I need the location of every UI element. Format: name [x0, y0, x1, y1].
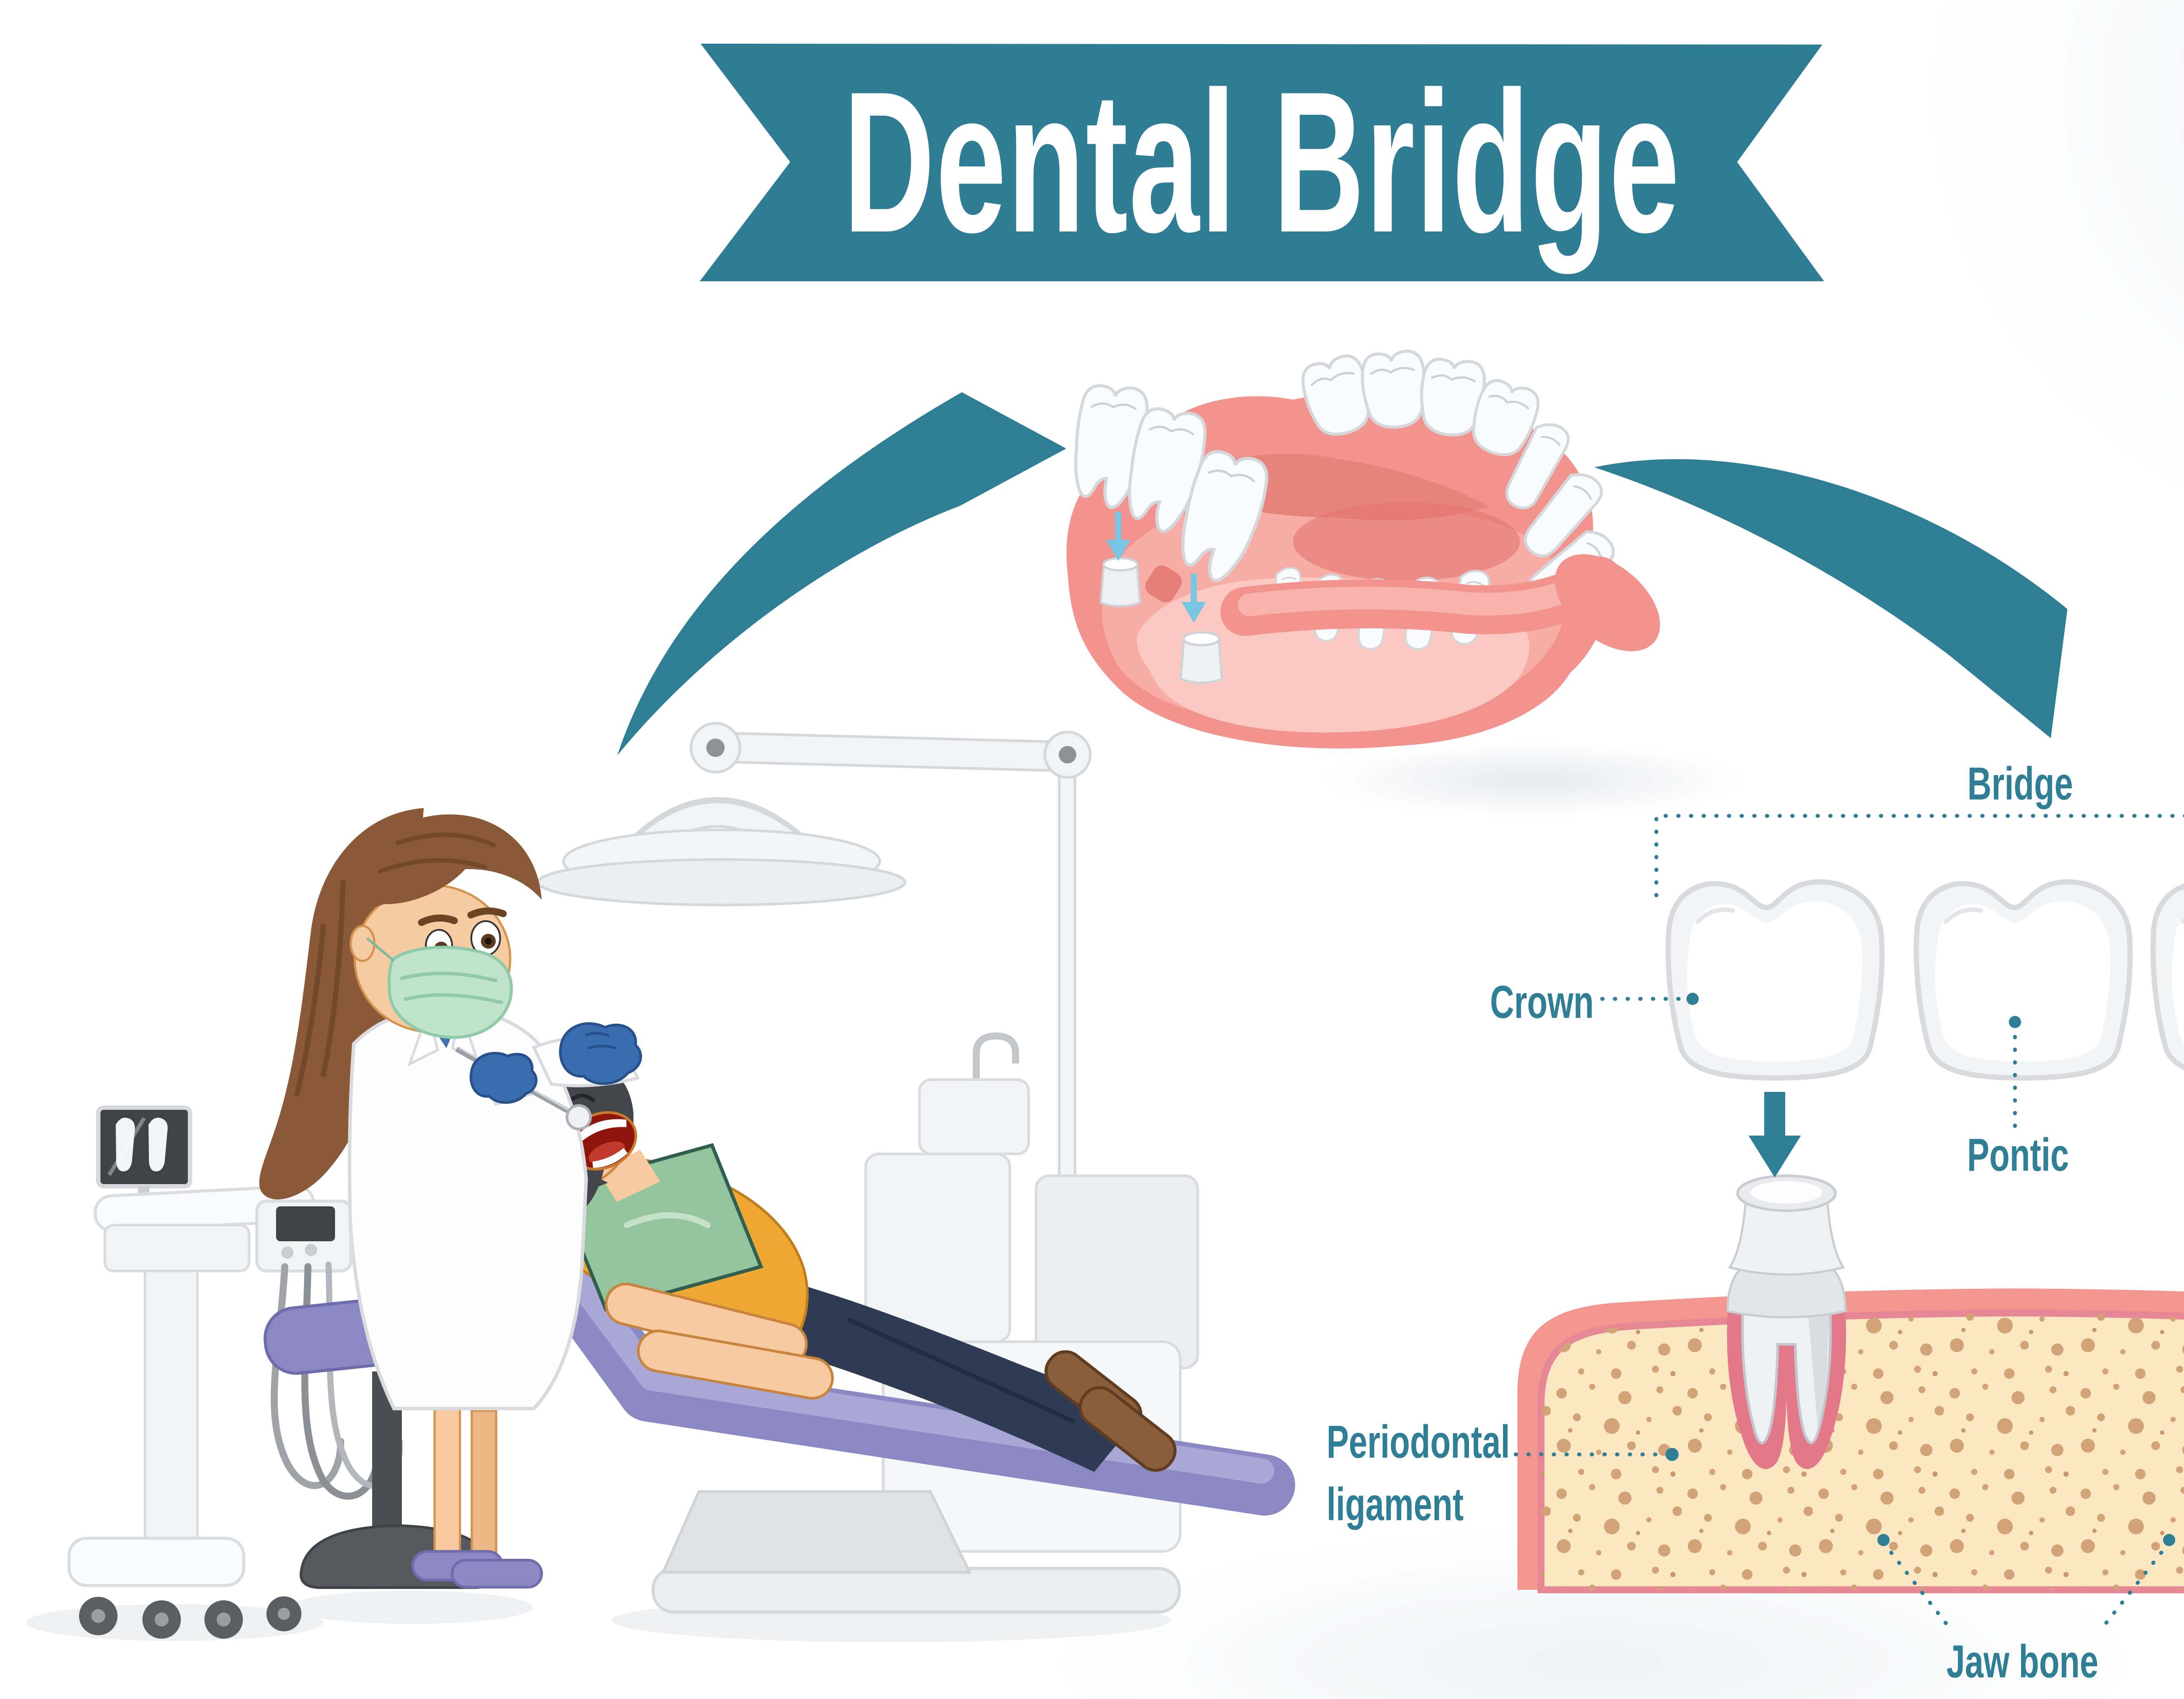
- chair-pedestal: [661, 1490, 972, 1574]
- jaw-model: [1066, 297, 1660, 749]
- patient-arms: [605, 1282, 834, 1400]
- dentist-glove: [470, 1052, 538, 1104]
- dentist-face-mask: [366, 937, 513, 1039]
- dentist-ear: [349, 925, 376, 962]
- placement-arrow: [1182, 574, 1206, 623]
- patient-teeth: [570, 1119, 627, 1148]
- model-gap: [1145, 565, 1182, 603]
- periodontal-ligament-label-line1: Periodontal: [1327, 1416, 1510, 1468]
- cart-base: [67, 1537, 245, 1587]
- water-faucet: [973, 1032, 1019, 1079]
- lamp-arm: [715, 732, 1067, 772]
- bridge-crown-left: [1668, 882, 1882, 1078]
- bridge-label: Bridge: [1967, 758, 2073, 810]
- cart-wheels: [79, 1596, 301, 1639]
- jaw-bone-section: [1517, 1288, 2184, 1593]
- crown-left-label: Crown: [1490, 976, 1594, 1028]
- ribbon-shape: [700, 44, 1824, 281]
- dentist: [259, 808, 642, 1588]
- patient-neck: [598, 1150, 660, 1202]
- dental-lamp: [537, 722, 1092, 1508]
- bridge-bracket: [1654, 814, 2184, 898]
- dentist-legs: [411, 1405, 543, 1588]
- model-near-ridge: [1220, 554, 1660, 652]
- xray-monitor: [96, 1105, 192, 1207]
- model-abutment-stub: [1099, 557, 1141, 608]
- patient-pants: [716, 1267, 1136, 1472]
- abutment-tooth-left: [1726, 1174, 1847, 1469]
- cart-column: [144, 1270, 199, 1540]
- xray-tooth-image: [116, 1117, 135, 1171]
- xray-tooth-image: [149, 1117, 168, 1171]
- title-banner-ribbon: [700, 44, 1824, 281]
- curved-arrow-left: [617, 392, 1066, 756]
- arrow-swoosh: [617, 392, 1066, 756]
- instrument-cart: [67, 1105, 403, 1639]
- abutment-collar: [1726, 1263, 1847, 1319]
- diagram-leader-lines: [1514, 814, 2184, 1634]
- model-abutment-stub: [1179, 631, 1223, 684]
- tooth-root: [1741, 1305, 1832, 1444]
- jaw-bone-label: Jaw bone: [1946, 1636, 2098, 1688]
- dentist-shoe: [451, 1559, 543, 1588]
- pontic-label: Pontic: [1967, 1129, 2069, 1181]
- dental-mirror: [566, 1104, 592, 1130]
- bridge-anatomy-diagram: [1514, 814, 2184, 1634]
- cart-console: [255, 1199, 352, 1273]
- bridge-pontic-tooth: [1916, 882, 2130, 1078]
- leader-dots: [1666, 993, 2175, 1546]
- bridge-crown-right: [2153, 882, 2184, 1078]
- down-arrow-left: [1749, 1092, 1801, 1178]
- placement-arrow: [1106, 512, 1130, 561]
- prepared-stub: [1728, 1192, 1845, 1276]
- periodontal-ligament-label-line2: ligament: [1327, 1478, 1464, 1530]
- chair-base-plate: [651, 1567, 1181, 1614]
- dentist-glove: [559, 1022, 642, 1085]
- bone-speckles: [1541, 1313, 2184, 1590]
- dental-clinic-scene: [26, 722, 1295, 1642]
- arrow-swoosh: [1594, 459, 2067, 738]
- curved-arrow-right: [1594, 459, 2067, 738]
- page-title: Dental Bridge: [843, 50, 1681, 274]
- patient-shoes: [1044, 1350, 1177, 1472]
